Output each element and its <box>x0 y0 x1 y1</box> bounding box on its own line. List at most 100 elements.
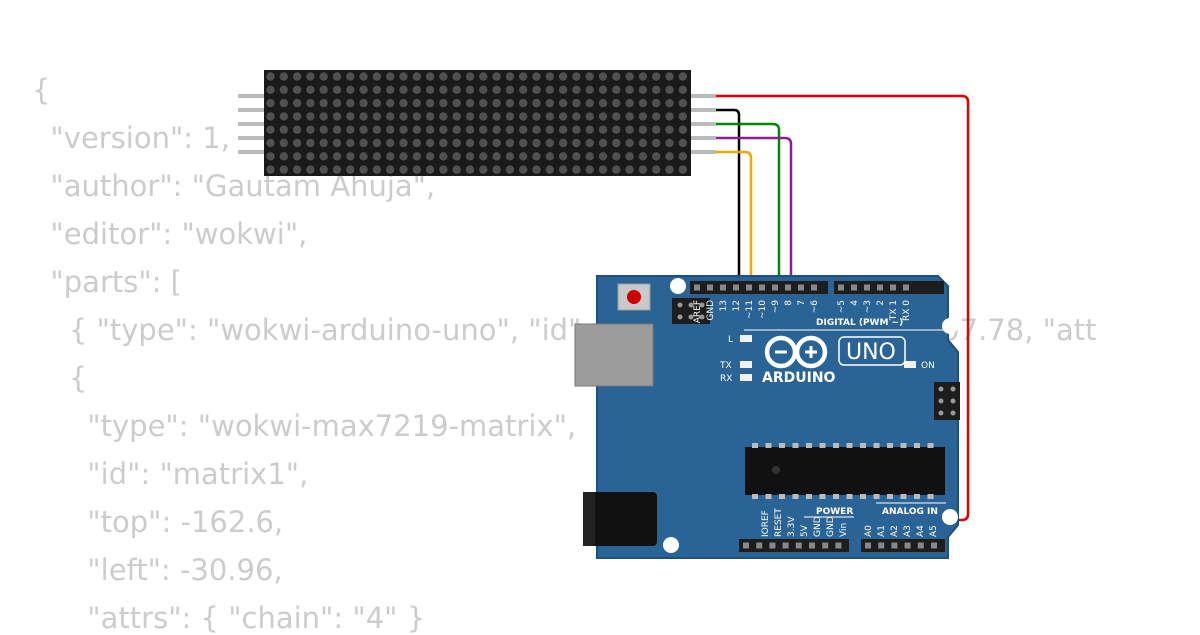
matrix-led <box>306 165 315 174</box>
svg-text:ON: ON <box>921 361 935 371</box>
digital-pin-label: 12 <box>732 300 742 311</box>
matrix-led <box>558 152 568 161</box>
chip-pin <box>792 443 799 448</box>
matrix-led <box>372 112 382 121</box>
matrix-led <box>545 72 554 81</box>
matrix-led <box>292 72 302 81</box>
matrix-led <box>532 98 541 108</box>
svg-text:RX: RX <box>720 374 732 384</box>
code-line: "parts": [ <box>32 265 182 299</box>
digital-pin-label: 7 <box>797 300 807 306</box>
matrix-led <box>306 112 315 121</box>
digital-pin-label: AREF <box>693 300 703 323</box>
matrix-led <box>558 112 568 121</box>
matrix-led <box>625 165 634 174</box>
matrix-led <box>266 152 275 161</box>
matrix-led <box>359 72 368 81</box>
matrix-led <box>572 85 581 95</box>
matrix-body <box>264 70 691 176</box>
matrix-led <box>572 98 581 108</box>
matrix-led <box>399 125 408 134</box>
matrix-led <box>638 85 648 95</box>
matrix-led <box>425 138 435 148</box>
analog-pin-label: A4 <box>916 525 926 537</box>
matrix-led <box>505 152 515 161</box>
code-line: "top": -162.6, <box>32 505 284 539</box>
matrix-led <box>412 72 421 81</box>
matrix-led <box>319 152 328 161</box>
matrix-led <box>652 165 661 174</box>
matrix-led <box>585 98 594 108</box>
chip-pin <box>819 443 826 448</box>
matrix-led <box>545 152 554 161</box>
matrix-led <box>279 112 288 121</box>
digital-pin-label: RX 0 <box>902 300 912 321</box>
matrix-led <box>625 85 634 95</box>
matrix-led <box>652 152 661 161</box>
matrix-led <box>492 165 501 174</box>
matrix-led <box>612 165 621 174</box>
matrix-led <box>332 165 342 174</box>
header-hole <box>809 542 815 549</box>
matrix-led <box>505 85 515 95</box>
reset-button[interactable] <box>617 283 651 311</box>
matrix-led <box>625 112 634 121</box>
analog-pin-label: A2 <box>890 525 900 537</box>
matrix-led <box>452 85 461 95</box>
header-hole <box>743 542 749 549</box>
matrix-led <box>346 165 355 174</box>
matrix-led <box>545 85 554 95</box>
matrix-led <box>519 138 528 148</box>
matrix-led <box>386 125 395 134</box>
matrix-led <box>505 112 515 121</box>
matrix-led <box>386 112 395 121</box>
code-line: "id": "matrix1", <box>32 457 309 491</box>
header-hole <box>785 284 791 291</box>
svg-text:L: L <box>728 335 733 345</box>
matrix-led <box>678 125 687 134</box>
matrix-led <box>266 125 275 134</box>
max7219-matrix[interactable] <box>238 70 716 176</box>
chip-pin <box>927 443 934 448</box>
matrix-led <box>519 125 528 134</box>
led-tx: TX <box>719 361 752 371</box>
header-hole <box>759 284 765 291</box>
matrix-led <box>279 98 288 108</box>
digital-pin-label: GND <box>706 300 716 321</box>
power-header <box>739 539 849 552</box>
matrix-led <box>319 72 328 81</box>
header-hole <box>864 284 870 291</box>
matrix-led <box>612 85 621 95</box>
matrix-led <box>519 72 528 81</box>
matrix-led <box>425 125 435 134</box>
chip-pin <box>860 494 866 499</box>
matrix-led <box>452 112 461 121</box>
matrix-led <box>492 125 501 134</box>
matrix-led <box>532 112 541 121</box>
mounting-hole <box>942 509 958 525</box>
matrix-led <box>439 165 448 174</box>
matrix-led <box>279 152 288 161</box>
matrix-led <box>332 112 342 121</box>
matrix-led <box>532 152 541 161</box>
header-hole <box>798 284 804 291</box>
matrix-led <box>465 138 475 148</box>
header-hole <box>835 542 842 549</box>
matrix-led <box>665 165 674 174</box>
matrix-led <box>346 152 355 161</box>
header-hole <box>707 284 713 291</box>
matrix-led <box>332 72 342 81</box>
matrix-led <box>652 125 661 134</box>
matrix-led <box>465 98 475 108</box>
power-label: POWER <box>816 507 853 517</box>
svg-text:TX: TX <box>719 361 732 371</box>
matrix-led <box>532 125 541 134</box>
matrix-led <box>479 125 488 134</box>
digital-header <box>834 281 944 294</box>
matrix-led <box>585 72 594 81</box>
digital-pin-label: ~5 <box>837 300 847 313</box>
matrix-led <box>545 112 554 121</box>
digital-pin-label: ~9 <box>771 300 781 314</box>
matrix-led <box>638 112 648 121</box>
